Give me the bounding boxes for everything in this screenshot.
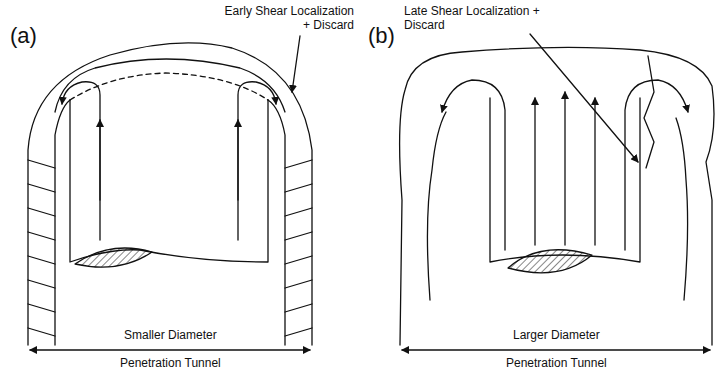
callout-note: Late Shear Localization + Discard xyxy=(404,4,544,32)
panel-letter: (b) xyxy=(368,24,395,48)
dimension-label: Smaller Diameter xyxy=(121,328,220,342)
dimension-label: Penetration Tunnel xyxy=(503,356,610,370)
callout-note: Early Shear Localization + Discard xyxy=(222,4,354,32)
panel-letter: (a) xyxy=(10,24,37,48)
dimension-label: Larger Diameter xyxy=(510,328,603,342)
dimension-label: Penetration Tunnel xyxy=(117,356,224,370)
